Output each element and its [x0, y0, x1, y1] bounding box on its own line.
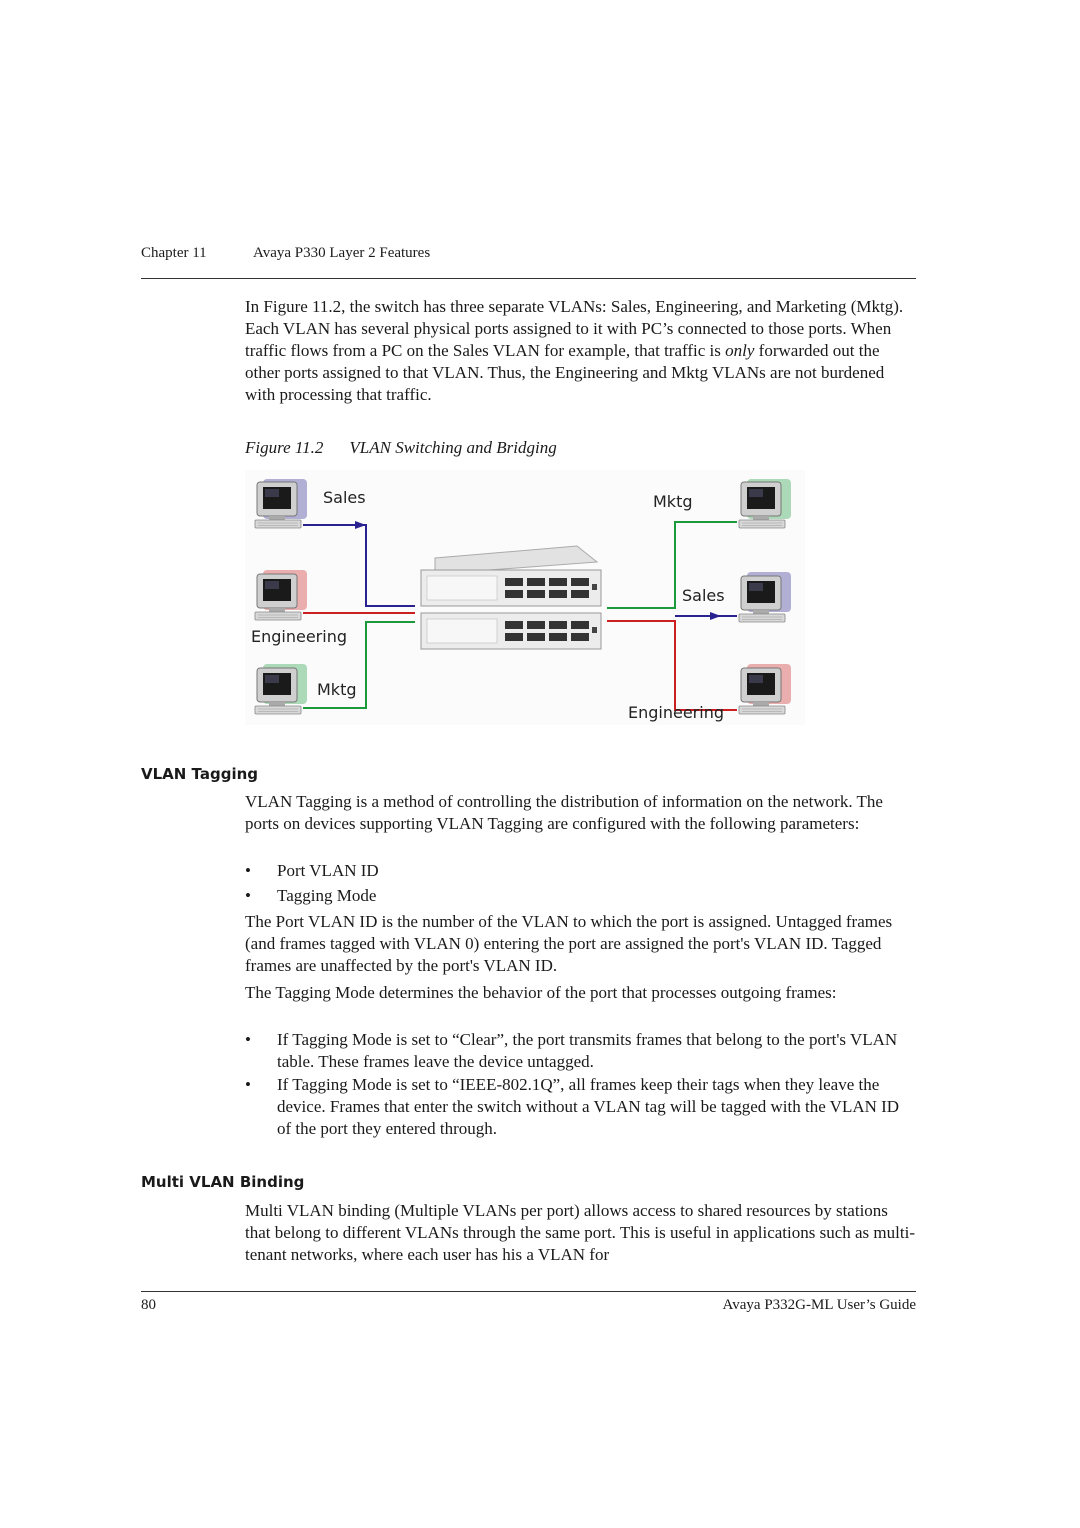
- section-heading-multi-vlan: Multi VLAN Binding: [141, 1173, 305, 1191]
- page-number: 80: [141, 1297, 156, 1313]
- label-sales-right: Sales: [682, 586, 725, 605]
- mktg-link-right: [607, 521, 737, 609]
- pc-sales-left: [254, 479, 307, 529]
- tagging-mode-paragraph: The Tagging Mode determines the behavior…: [245, 982, 915, 1004]
- multi-vlan-para: Multi VLAN binding (Multiple VLANs per p…: [245, 1201, 915, 1264]
- vlan-diagram: Sales Engineering Mktg Mktg Sales Engine…: [245, 470, 805, 725]
- list-item: Port VLAN ID: [245, 860, 915, 882]
- label-mktg-left: Mktg: [317, 680, 357, 699]
- chapter-title: Avaya P330 Layer 2 Features: [253, 245, 431, 261]
- guide-title: Avaya P332G-ML User’s Guide: [722, 1297, 916, 1313]
- mktg-link-left: [303, 621, 415, 709]
- parameter-list: Port VLAN ID Tagging Mode: [245, 860, 915, 907]
- list-item: If Tagging Mode is set to “Clear”, the p…: [245, 1029, 915, 1073]
- vlan-tagging-para3: The Tagging Mode determines the behavior…: [245, 983, 837, 1002]
- sales-link-left: [303, 521, 415, 607]
- pc-mktg-right: [738, 479, 791, 529]
- footer-rule: [141, 1291, 916, 1292]
- intro-emphasis: only: [725, 341, 755, 360]
- list-item: If Tagging Mode is set to “IEEE-802.1Q”,…: [245, 1074, 915, 1140]
- sales-link-right: [675, 612, 737, 620]
- vlan-tagging-intro: VLAN Tagging is a method of controlling …: [245, 791, 915, 835]
- pc-engineering-right: [738, 664, 791, 715]
- vlan-tagging-para1: VLAN Tagging is a method of controlling …: [245, 792, 883, 833]
- vlan-tagging-para2: The Port VLAN ID is the number of the VL…: [245, 912, 893, 975]
- running-header: Chapter 11 Avaya P330 Layer 2 Features: [141, 245, 430, 262]
- pc-sales-right: [738, 572, 791, 623]
- section-heading-vlan-tagging: VLAN Tagging: [141, 765, 259, 783]
- switch-image: [420, 545, 602, 650]
- label-engineering-left: Engineering: [251, 627, 347, 646]
- label-sales-left: Sales: [323, 488, 366, 507]
- multi-vlan-paragraph: Multi VLAN binding (Multiple VLANs per p…: [245, 1200, 915, 1266]
- chapter-number: Chapter 11: [141, 245, 207, 261]
- list-item: Tagging Mode: [245, 885, 915, 907]
- intro-paragraph: In Figure 11.2, the switch has three sep…: [245, 296, 915, 406]
- intro-text-start: In Figure 11.2, the switch has three sep…: [245, 297, 904, 360]
- label-engineering-right: Engineering: [628, 703, 724, 722]
- engineering-link-right: [607, 620, 737, 711]
- figure-title: VLAN Switching and Bridging: [349, 438, 557, 457]
- label-mktg-right: Mktg: [653, 492, 693, 511]
- figure-caption: Figure 11.2 VLAN Switching and Bridging: [245, 438, 557, 458]
- tagging-mode-list: If Tagging Mode is set to “Clear”, the p…: [245, 1029, 915, 1140]
- intro-text-end: forwarded out the other ports assigned t…: [245, 341, 885, 404]
- header-rule: [141, 278, 916, 279]
- port-vlan-id-paragraph: The Port VLAN ID is the number of the VL…: [245, 911, 915, 977]
- pc-mktg-left: [254, 664, 307, 715]
- pc-engineering-left: [254, 570, 307, 621]
- figure-number: Figure 11.2: [245, 438, 324, 457]
